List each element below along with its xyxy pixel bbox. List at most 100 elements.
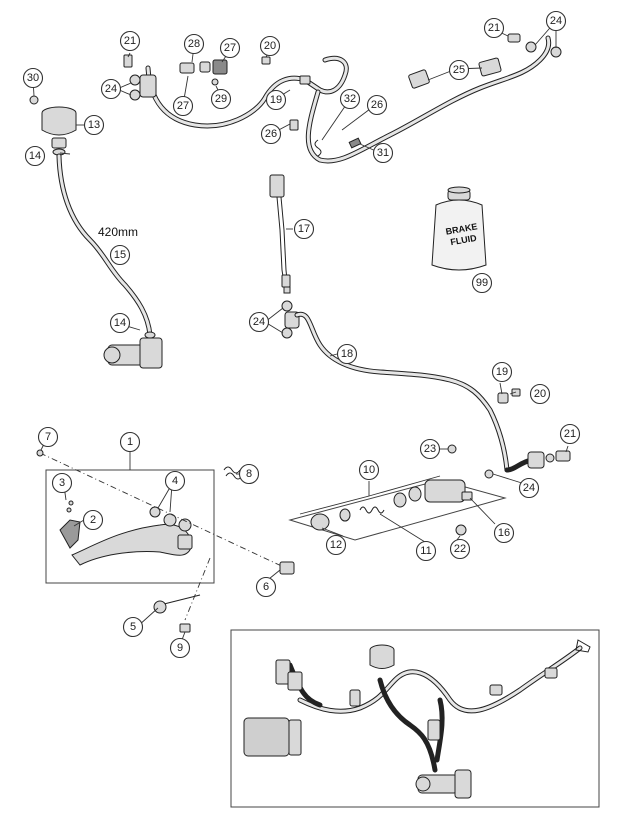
- bottle-label-line2: FLUID: [450, 233, 478, 248]
- svg-text:11: 11: [420, 545, 431, 557]
- svg-text:12: 12: [330, 539, 342, 551]
- nut: [211, 78, 219, 86]
- callout-24-right: 24: [545, 10, 567, 32]
- assembly-overview-frame: [230, 629, 600, 808]
- svg-text:24: 24: [105, 83, 117, 95]
- callout-19-bottom: 19: [491, 361, 513, 383]
- svg-text:21: 21: [488, 22, 500, 34]
- seal-ring: [525, 41, 537, 53]
- svg-text:15: 15: [114, 249, 126, 261]
- svg-text:5: 5: [130, 621, 136, 633]
- axis-line: [39, 452, 291, 571]
- callout-18: 18: [336, 343, 358, 365]
- svg-text:4: 4: [172, 475, 178, 487]
- banjo-bolt: [123, 54, 133, 68]
- svg-text:99: 99: [476, 277, 488, 289]
- callout-3: 3: [51, 472, 73, 494]
- svg-text:22: 22: [454, 543, 466, 555]
- callout-21-lower: 21: [559, 423, 581, 445]
- callout-22: 22: [449, 538, 471, 560]
- callout-13: 13: [83, 114, 105, 136]
- svg-text:24: 24: [550, 15, 562, 27]
- return-spring: [223, 466, 241, 474]
- svg-text:28: 28: [188, 38, 200, 50]
- callout-7: 7: [37, 426, 59, 448]
- seal-ring: [281, 327, 293, 339]
- svg-text:2: 2: [90, 514, 96, 526]
- callout-21-left: 21: [119, 30, 141, 52]
- clamp: [314, 139, 322, 157]
- callout-27-top: 27: [219, 37, 241, 59]
- hose-clip: [478, 57, 502, 77]
- pivot-bolt: [279, 561, 295, 575]
- brake-fluid-bottle: BRAKE FLUID: [431, 186, 487, 271]
- svg-text:9: 9: [177, 642, 183, 654]
- svg-text:24: 24: [253, 316, 265, 328]
- brake-fluid-reservoir: [29, 95, 77, 156]
- banjo-bolt: [507, 33, 521, 43]
- seal-ring: [129, 89, 141, 101]
- upper-left-fittings: [123, 33, 562, 101]
- svg-text:30: 30: [27, 72, 39, 84]
- screw: [261, 56, 271, 65]
- callout-28: 28: [183, 33, 205, 55]
- svg-text:26: 26: [371, 99, 383, 111]
- callout-21-right: 21: [483, 17, 505, 39]
- svg-text:29: 29: [215, 93, 227, 105]
- push-rod: [153, 594, 201, 633]
- svg-text:24: 24: [523, 482, 535, 494]
- seal-ring: [129, 74, 141, 86]
- banjo-fitting: [299, 75, 311, 85]
- brake-pedal: [59, 500, 193, 566]
- banjo-bolt: [139, 74, 157, 98]
- callout-20-bottom: 20: [529, 383, 551, 405]
- hose-clip: [408, 69, 430, 89]
- callout-8: 8: [238, 463, 260, 485]
- master-cylinder: [103, 331, 163, 369]
- svg-text:16: 16: [498, 527, 510, 539]
- svg-text:27: 27: [177, 100, 189, 112]
- bracket: [212, 59, 228, 75]
- callout-23: 23: [419, 438, 441, 460]
- callout-5: 5: [122, 616, 144, 638]
- axis-line: [184, 557, 211, 621]
- svg-text:14: 14: [114, 317, 126, 329]
- callout-17: 17: [293, 218, 315, 240]
- banjo-bolt: [555, 450, 571, 462]
- callout-26-left: 26: [260, 123, 282, 145]
- lower-brake-line: [281, 300, 571, 479]
- svg-text:6: 6: [263, 581, 269, 593]
- bracket: [199, 61, 211, 73]
- callout-24-left: 24: [100, 78, 122, 100]
- svg-text:23: 23: [424, 443, 436, 455]
- svg-text:17: 17: [298, 223, 310, 235]
- callout-30: 30: [22, 67, 44, 89]
- seal-ring: [281, 300, 293, 312]
- svg-text:21: 21: [564, 428, 576, 440]
- svg-text:32: 32: [344, 93, 356, 105]
- upper-brake-line-assembly: [145, 35, 552, 164]
- assembly-overview: [243, 639, 591, 799]
- svg-text:25: 25: [453, 64, 465, 76]
- repair-kit-frame: [288, 479, 507, 541]
- svg-text:26: 26: [265, 128, 277, 140]
- callout-15: 15: [109, 244, 131, 266]
- callout-25: 25: [448, 59, 470, 81]
- svg-text:1: 1: [127, 436, 133, 448]
- callout-31: 31: [372, 142, 394, 164]
- svg-text:19: 19: [496, 366, 508, 378]
- callout-12: 12: [325, 534, 347, 556]
- svg-text:19: 19: [270, 94, 282, 106]
- callout-4: 4: [164, 470, 186, 492]
- screw: [511, 388, 521, 397]
- svg-text:21: 21: [124, 35, 136, 47]
- callout-20-top: 20: [259, 35, 281, 57]
- callout-16: 16: [493, 522, 515, 544]
- seal-ring: [484, 469, 494, 479]
- callout-27-bottom: 27: [172, 95, 194, 117]
- callout-14-top: 14: [24, 145, 46, 167]
- banjo-fitting: [527, 451, 545, 469]
- svg-text:20: 20: [264, 40, 276, 52]
- callout-11: 11: [415, 540, 437, 562]
